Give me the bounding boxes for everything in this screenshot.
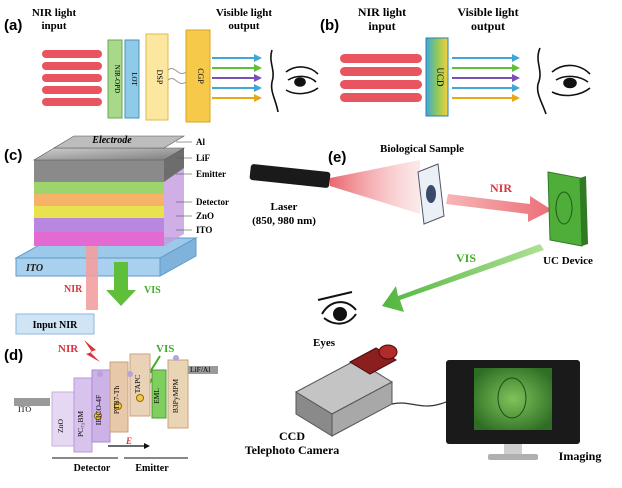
panel-c-nir-arrow — [86, 246, 98, 310]
panel-a-input-line1: NIR light — [32, 7, 77, 19]
panel-b-input-line2: input — [368, 19, 395, 33]
panel-c-vis-arrow — [106, 262, 136, 306]
panel-a-label: (a) — [4, 17, 22, 34]
panel-b-ucd-device — [425, 37, 449, 117]
panel-e-laser-beam — [330, 160, 420, 214]
panel-e-laser-label: Laser — [271, 201, 298, 213]
panel-a-layer-1: NIR-OPD — [113, 65, 121, 93]
panel-a-layer-stack: NIR-OPD LOT DSP CGP — [107, 29, 211, 123]
panel-a: (a) NIR light input NIR-OPD LOT DSP CGP — [4, 7, 319, 123]
panel-b-output-line2: output — [471, 19, 505, 33]
panel-d-layer-tapc: TAPC — [133, 375, 142, 394]
panel-c-electrode-label: Electrode — [91, 135, 132, 146]
panel-a-visible-arrows — [212, 54, 262, 102]
panel-e-nir-label: NIR — [490, 181, 512, 195]
panel-c-ito-substrate-side — [159, 237, 197, 277]
panel-b-device-label: UCD — [435, 67, 445, 87]
panel-d-nir-label: NIR — [58, 343, 79, 355]
panel-c-layer-emitter: Emitter — [196, 169, 226, 179]
panel-b-eye-icon — [536, 47, 591, 115]
panel-c-vis-label: VIS — [144, 285, 161, 296]
panel-d-layer-lifal: LiF/Al — [190, 365, 210, 374]
panel-e-label: (e) — [328, 149, 346, 166]
panel-a-output-line1: Visible light — [216, 7, 272, 19]
panel-e-eyes-label: Eyes — [313, 337, 336, 349]
panel-d-layer-b3pympm: B3PyMPM — [171, 379, 180, 414]
panel-c-layer-ito: ITO — [196, 225, 212, 235]
panel-e-eye-icon — [317, 291, 357, 325]
panel-e-title: Biological Sample — [380, 143, 464, 155]
panel-d-layer-pcbm: PC₇₁BM — [76, 411, 85, 437]
panel-a-layer-2: LOT — [130, 72, 138, 86]
panel-a-layer-3: DSP — [155, 70, 164, 85]
panel-c-layer-labels: Al LiF Emitter Detector ZnO ITO — [176, 137, 229, 235]
panel-e-sample-slide — [417, 163, 445, 225]
panel-c-layer-lif: LiF — [196, 153, 211, 163]
panel-a-eye-icon — [270, 49, 319, 113]
panel-d-detector-label: Detector — [74, 463, 111, 474]
panel-e-monitor — [446, 360, 580, 460]
panel-a-nir-beams — [42, 50, 102, 106]
panel-d: (d) NIR VIS ITO ZnO PC₇₁BM IEICO-4F — [4, 340, 218, 474]
panel-e: (e) Biological Sample Laser (850, 980 nm… — [245, 143, 602, 463]
panel-b-label: (b) — [320, 17, 339, 34]
panel-d-ito-label: ITO — [18, 405, 31, 414]
panel-b: (b) NIR light input UCD Visible light ou… — [320, 5, 591, 117]
panel-c: (c) ITO Electrode Al LiF Emitter — [4, 135, 229, 335]
panel-c-nir-label: NIR — [64, 284, 83, 295]
panel-e-uc-device-label: UC Device — [543, 255, 593, 267]
panel-d-layer-eml: EML — [152, 388, 161, 404]
panel-e-camera — [294, 344, 475, 437]
panel-e-camera-label-line1: CCD — [279, 429, 305, 443]
panel-c-ito-substrate-label: ITO — [25, 263, 43, 274]
panel-d-layer-ieico: IEICO-4F — [94, 395, 103, 425]
panel-e-imaging-label: Imaging — [559, 449, 602, 463]
panel-c-layer-al: Al — [196, 137, 205, 147]
panel-c-input-nir-box — [15, 313, 95, 335]
panel-b-input-line1: NIR light — [358, 5, 406, 19]
panel-c-layer-zno: ZnO — [196, 211, 214, 221]
panel-d-field-label: E — [125, 436, 132, 446]
panel-c-label: (c) — [4, 147, 22, 164]
panel-d-layer-ptb7: PTB7-Th — [112, 386, 121, 415]
panel-e-camera-label-line2: Telephoto Camera — [245, 443, 340, 457]
panel-a-output-line2: output — [228, 20, 260, 32]
panel-e-nir-arrow — [446, 194, 552, 222]
panel-e-vis-arrow — [382, 244, 544, 312]
panel-e-laser-device — [249, 164, 331, 188]
panel-d-layer-zno: ZnO — [56, 419, 65, 433]
panel-a-input-line2: input — [41, 20, 66, 32]
panel-e-laser-wavelength: (850, 980 nm) — [252, 215, 316, 227]
panel-c-layer-stack — [32, 135, 186, 246]
panel-b-visible-arrows — [452, 54, 520, 102]
panel-d-label: (d) — [4, 347, 23, 364]
panel-a-layer-4: CGP — [196, 68, 205, 84]
panel-c-layer-detector: Detector — [196, 197, 229, 207]
panel-d-nir-bolt-icon — [84, 340, 100, 362]
panel-b-output-line1: Visible light — [457, 5, 518, 19]
panel-d-energy-levels — [14, 353, 218, 453]
panel-e-uc-device — [547, 171, 588, 247]
panel-b-nir-beams — [340, 54, 422, 102]
panel-d-emitter-label: Emitter — [135, 463, 169, 474]
panel-d-vis-label: VIS — [156, 343, 174, 355]
panel-e-vis-label: VIS — [456, 251, 476, 265]
panel-c-input-nir-label: Input NIR — [33, 320, 79, 331]
panel-d-layer-labels: ZnO PC₇₁BM IEICO-4F PTB7-Th TAPC EML B3P… — [56, 365, 210, 437]
